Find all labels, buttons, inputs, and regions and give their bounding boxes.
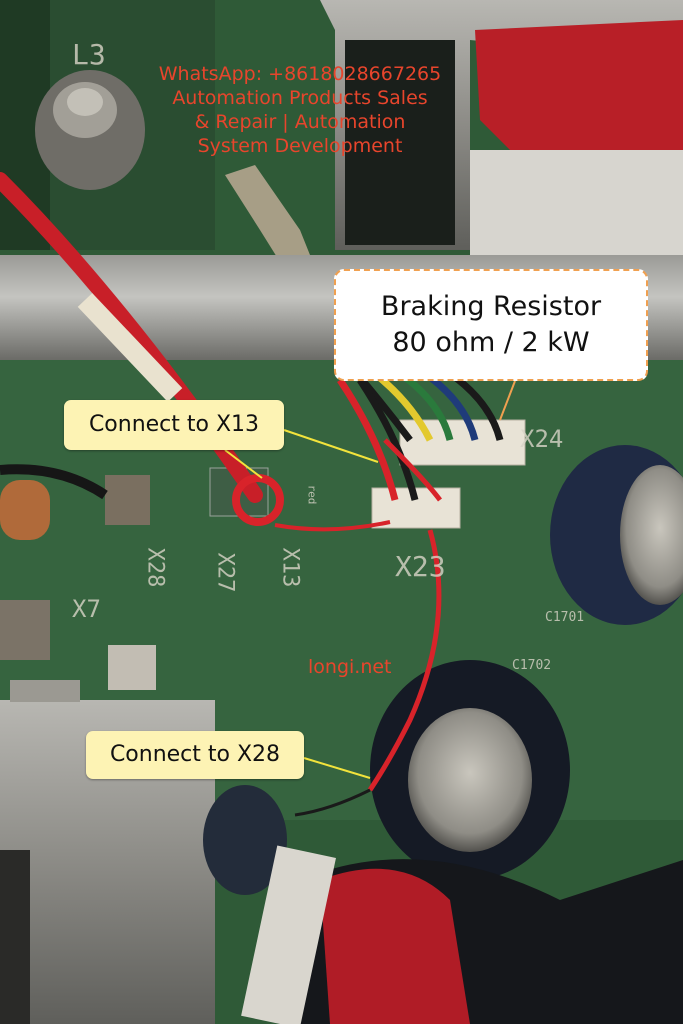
capacitor-c1702-top	[408, 708, 532, 852]
leader-x13-2	[224, 449, 263, 479]
pcb-label-x23: X23	[395, 550, 446, 583]
pcb-label-x7: X7	[72, 595, 101, 623]
component-small	[10, 680, 80, 702]
pcb-label-x27: X27	[212, 552, 238, 593]
watermark-line-3: & Repair | Automation	[194, 111, 406, 133]
pcb-label-red: red	[305, 484, 319, 505]
crimp-lug	[225, 165, 310, 262]
wire-x23-x28	[367, 529, 442, 792]
connect-x28-callout: Connect to X28	[86, 731, 304, 779]
connector-small	[108, 645, 156, 690]
wire-black-tail	[294, 788, 371, 817]
connector-x28	[105, 475, 150, 525]
braking-resistor-spec: 80 ohm / 2 kW	[392, 327, 590, 358]
leader-resistor	[499, 380, 516, 421]
pcb-label-c1702: C1702	[512, 658, 552, 673]
red-relay	[475, 20, 683, 170]
watermark-line-4: System Development	[197, 135, 403, 157]
pcb-label-x13: X13	[277, 547, 303, 588]
wire-red-short	[383, 438, 442, 502]
pcb-label-c1701: C1701	[545, 610, 585, 625]
component-left	[0, 480, 50, 540]
wire-red-x23	[337, 378, 399, 501]
leader-x13-1	[283, 429, 379, 463]
red-object	[320, 868, 470, 1024]
wire-x13-x23	[274, 520, 391, 532]
small-capacitor	[203, 785, 287, 895]
capacitor-c1701-top	[620, 465, 683, 605]
cable-black-left	[0, 464, 108, 500]
connect-x13-callout: Connect to X13	[64, 400, 284, 450]
watermark-line-2: Automation Products Sales	[172, 87, 428, 109]
pcb-label-l3: L3	[72, 38, 106, 71]
bolt-top	[67, 88, 103, 116]
braking-resistor-callout: Braking Resistor 80 ohm / 2 kW	[334, 269, 648, 381]
cable-sleeve	[77, 293, 183, 402]
component-x7	[0, 600, 50, 660]
white-post	[241, 845, 336, 1024]
heatsink-slot	[0, 850, 30, 1024]
x13-ring	[232, 474, 284, 526]
watermark-line-1: WhatsApp: +8618028667265	[158, 63, 442, 85]
white-component	[470, 150, 683, 260]
site-watermark: longi.net	[308, 656, 392, 678]
pcb-label-x28: X28	[142, 547, 168, 588]
pcb-label-x24: X24	[520, 425, 564, 453]
braking-resistor-title: Braking Resistor	[380, 291, 602, 322]
wire-black-x23	[357, 378, 419, 501]
bracket-gap	[345, 40, 455, 245]
watermark: WhatsApp: +8618028667265 Automation Prod…	[100, 62, 500, 158]
leader-x28	[303, 757, 371, 779]
